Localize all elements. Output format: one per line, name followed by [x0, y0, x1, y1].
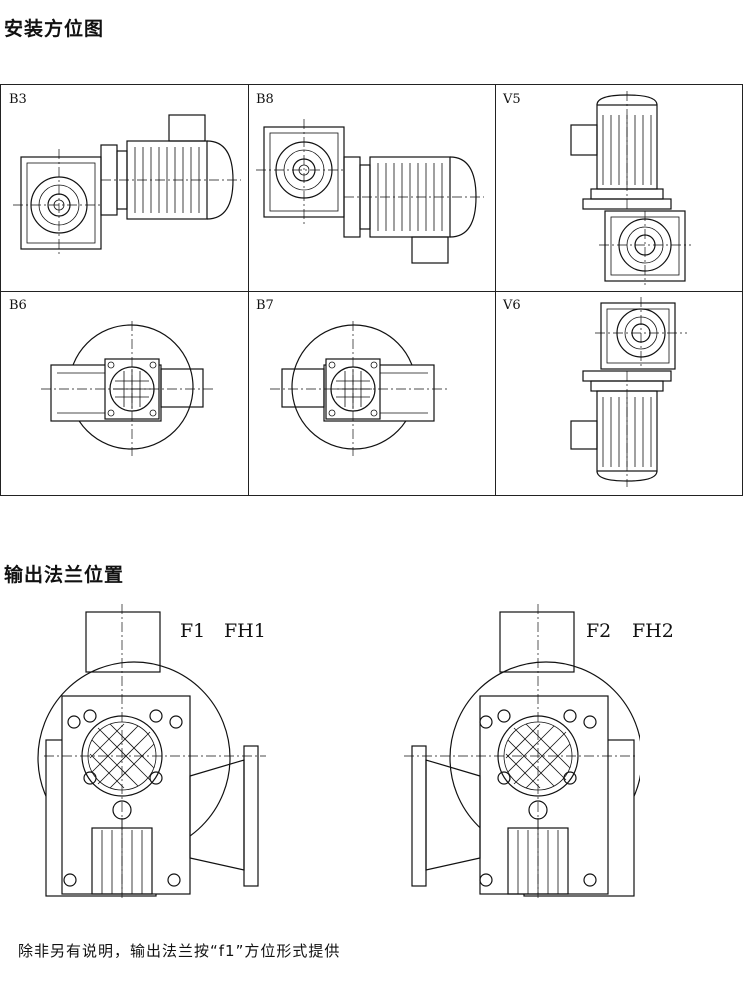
- flange-label-f2: F2: [586, 620, 612, 642]
- b7-gearmotor-drawing: [270, 321, 448, 456]
- v5-gearmotor-drawing: [570, 91, 691, 285]
- position-label-b7: B7: [256, 298, 274, 313]
- v6-gearmotor-drawing: [570, 297, 687, 487]
- grid-divider: [1, 291, 742, 292]
- cell-b7: B7: [248, 291, 495, 497]
- f2-flange-drawing: [404, 604, 640, 898]
- mounting-positions-heading: 安装方位图: [4, 18, 105, 40]
- position-label-b6: B6: [9, 298, 27, 313]
- position-label-v6: V6: [503, 298, 521, 313]
- b3-gearmotor-drawing: [13, 114, 241, 257]
- position-label-b8: B8: [256, 92, 274, 107]
- grid-divider: [495, 85, 496, 495]
- flange-label-fh1: FH1: [224, 620, 266, 642]
- position-label-v5: V5: [503, 92, 521, 107]
- b8-gearmotor-drawing: [256, 119, 484, 264]
- flange-position-heading: 输出法兰位置: [4, 564, 125, 586]
- flange-label-fh2: FH2: [632, 620, 674, 642]
- cell-b3: B3: [1, 85, 248, 291]
- footnote: 除非另有说明，输出法兰按“f1”方位形式提供: [18, 942, 341, 960]
- position-label-b3: B3: [9, 92, 27, 107]
- cell-b8: B8: [248, 85, 495, 291]
- grid-divider: [248, 85, 249, 495]
- b6-gearmotor-drawing: [41, 321, 216, 456]
- mounting-positions-grid: B3 B8: [0, 84, 743, 496]
- cell-v5: V5: [495, 85, 744, 291]
- cell-v6: V6: [495, 291, 744, 497]
- f1-flange-drawing: [37, 604, 266, 898]
- flange-label-f1: F1: [180, 620, 206, 642]
- cell-b6: B6: [1, 291, 248, 497]
